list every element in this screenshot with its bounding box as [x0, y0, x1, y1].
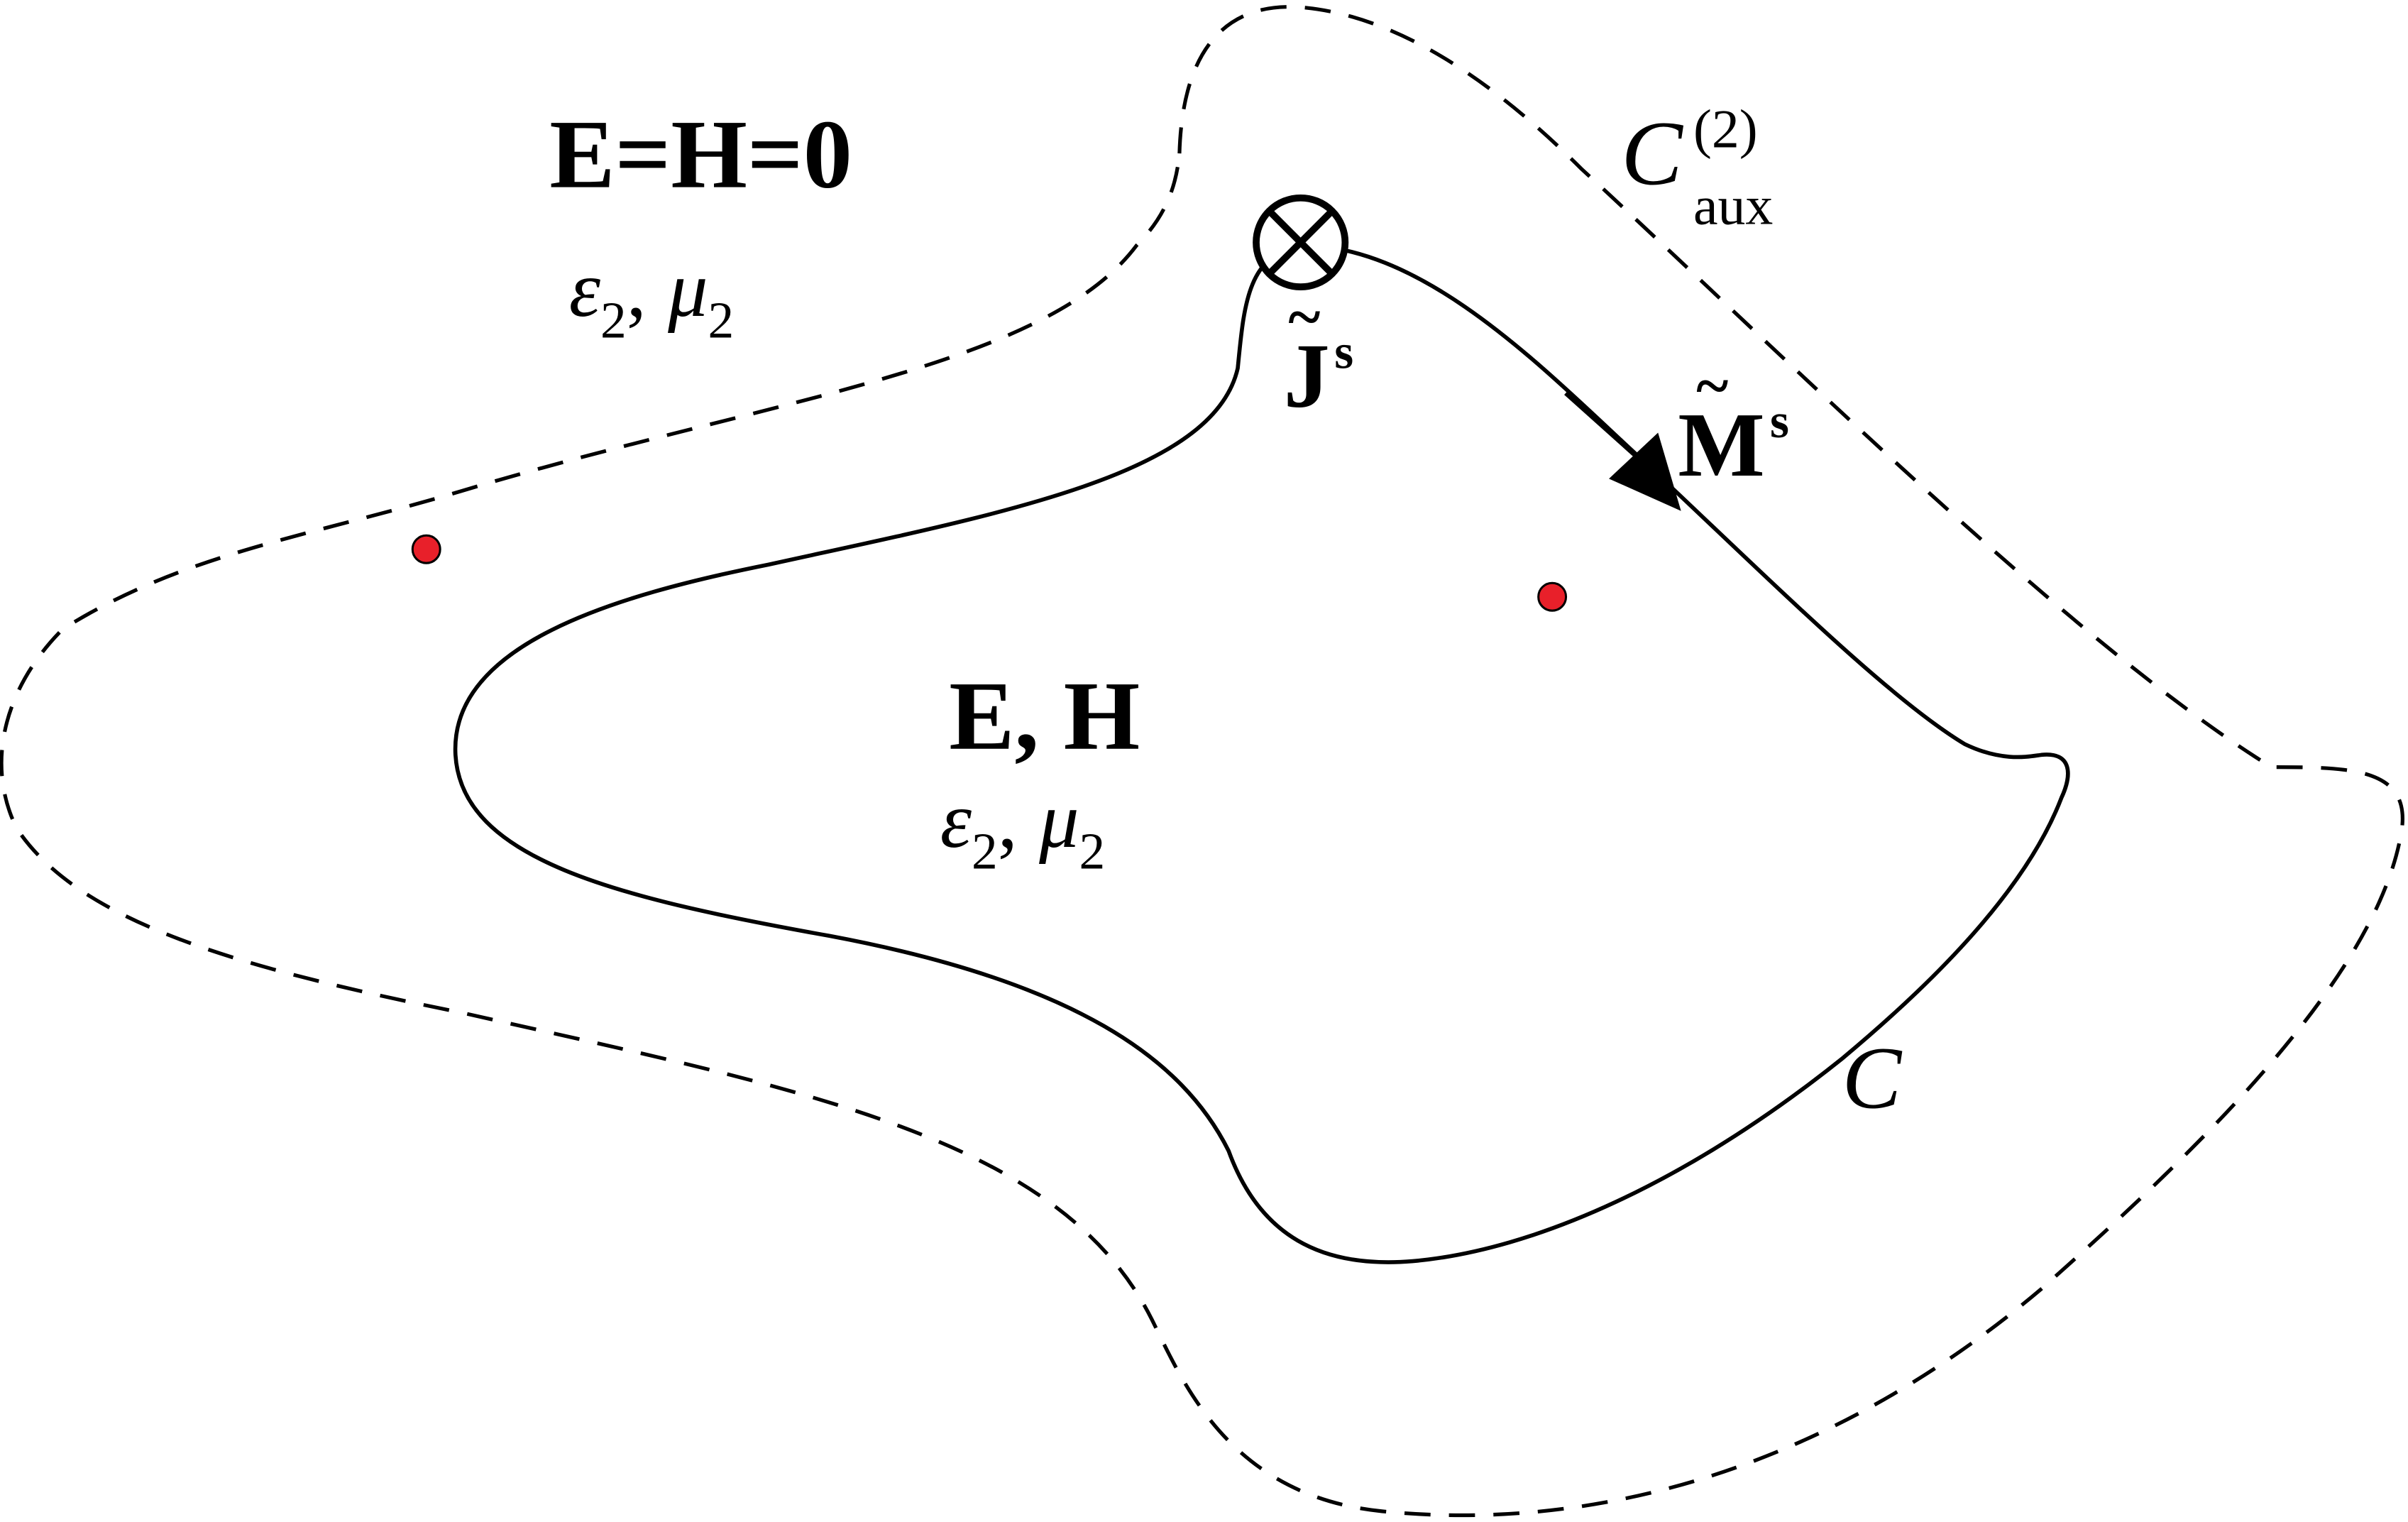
svg-text:M: M	[1678, 394, 1764, 496]
auxiliary-contour	[0, 5, 2404, 1518]
svg-text:J: J	[1284, 325, 1330, 427]
svg-text:~: ~	[1288, 283, 1320, 351]
svg-text:aux: aux	[1693, 175, 1773, 236]
outer-point	[411, 534, 441, 564]
outer-fields-label: E=H=0	[549, 100, 852, 209]
electric-current-source-icon	[1253, 194, 1349, 291]
inner-medium-label: ε2,μ2	[940, 777, 1106, 880]
outer-medium-label: ε2,μ2	[569, 246, 735, 349]
contour-c	[453, 243, 2070, 1264]
inner-point	[1537, 581, 1568, 612]
contour-c-label: C	[1842, 1029, 1903, 1127]
svg-text:~: ~	[1696, 352, 1728, 420]
arrowhead-icon	[1609, 432, 1681, 511]
svg-text:C: C	[1621, 102, 1683, 204]
inner-fields-label: E, H	[949, 662, 1140, 770]
svg-text:(2): (2)	[1693, 98, 1758, 159]
electric-current-label: J ~ s	[1284, 283, 1353, 427]
svg-text:s: s	[1334, 324, 1353, 379]
svg-text:s: s	[1770, 393, 1789, 448]
magnetic-current-arrow	[1564, 390, 1642, 461]
aux-contour-label: C (2) aux	[1621, 98, 1773, 236]
magnetic-current-label: M ~ s	[1678, 352, 1789, 496]
